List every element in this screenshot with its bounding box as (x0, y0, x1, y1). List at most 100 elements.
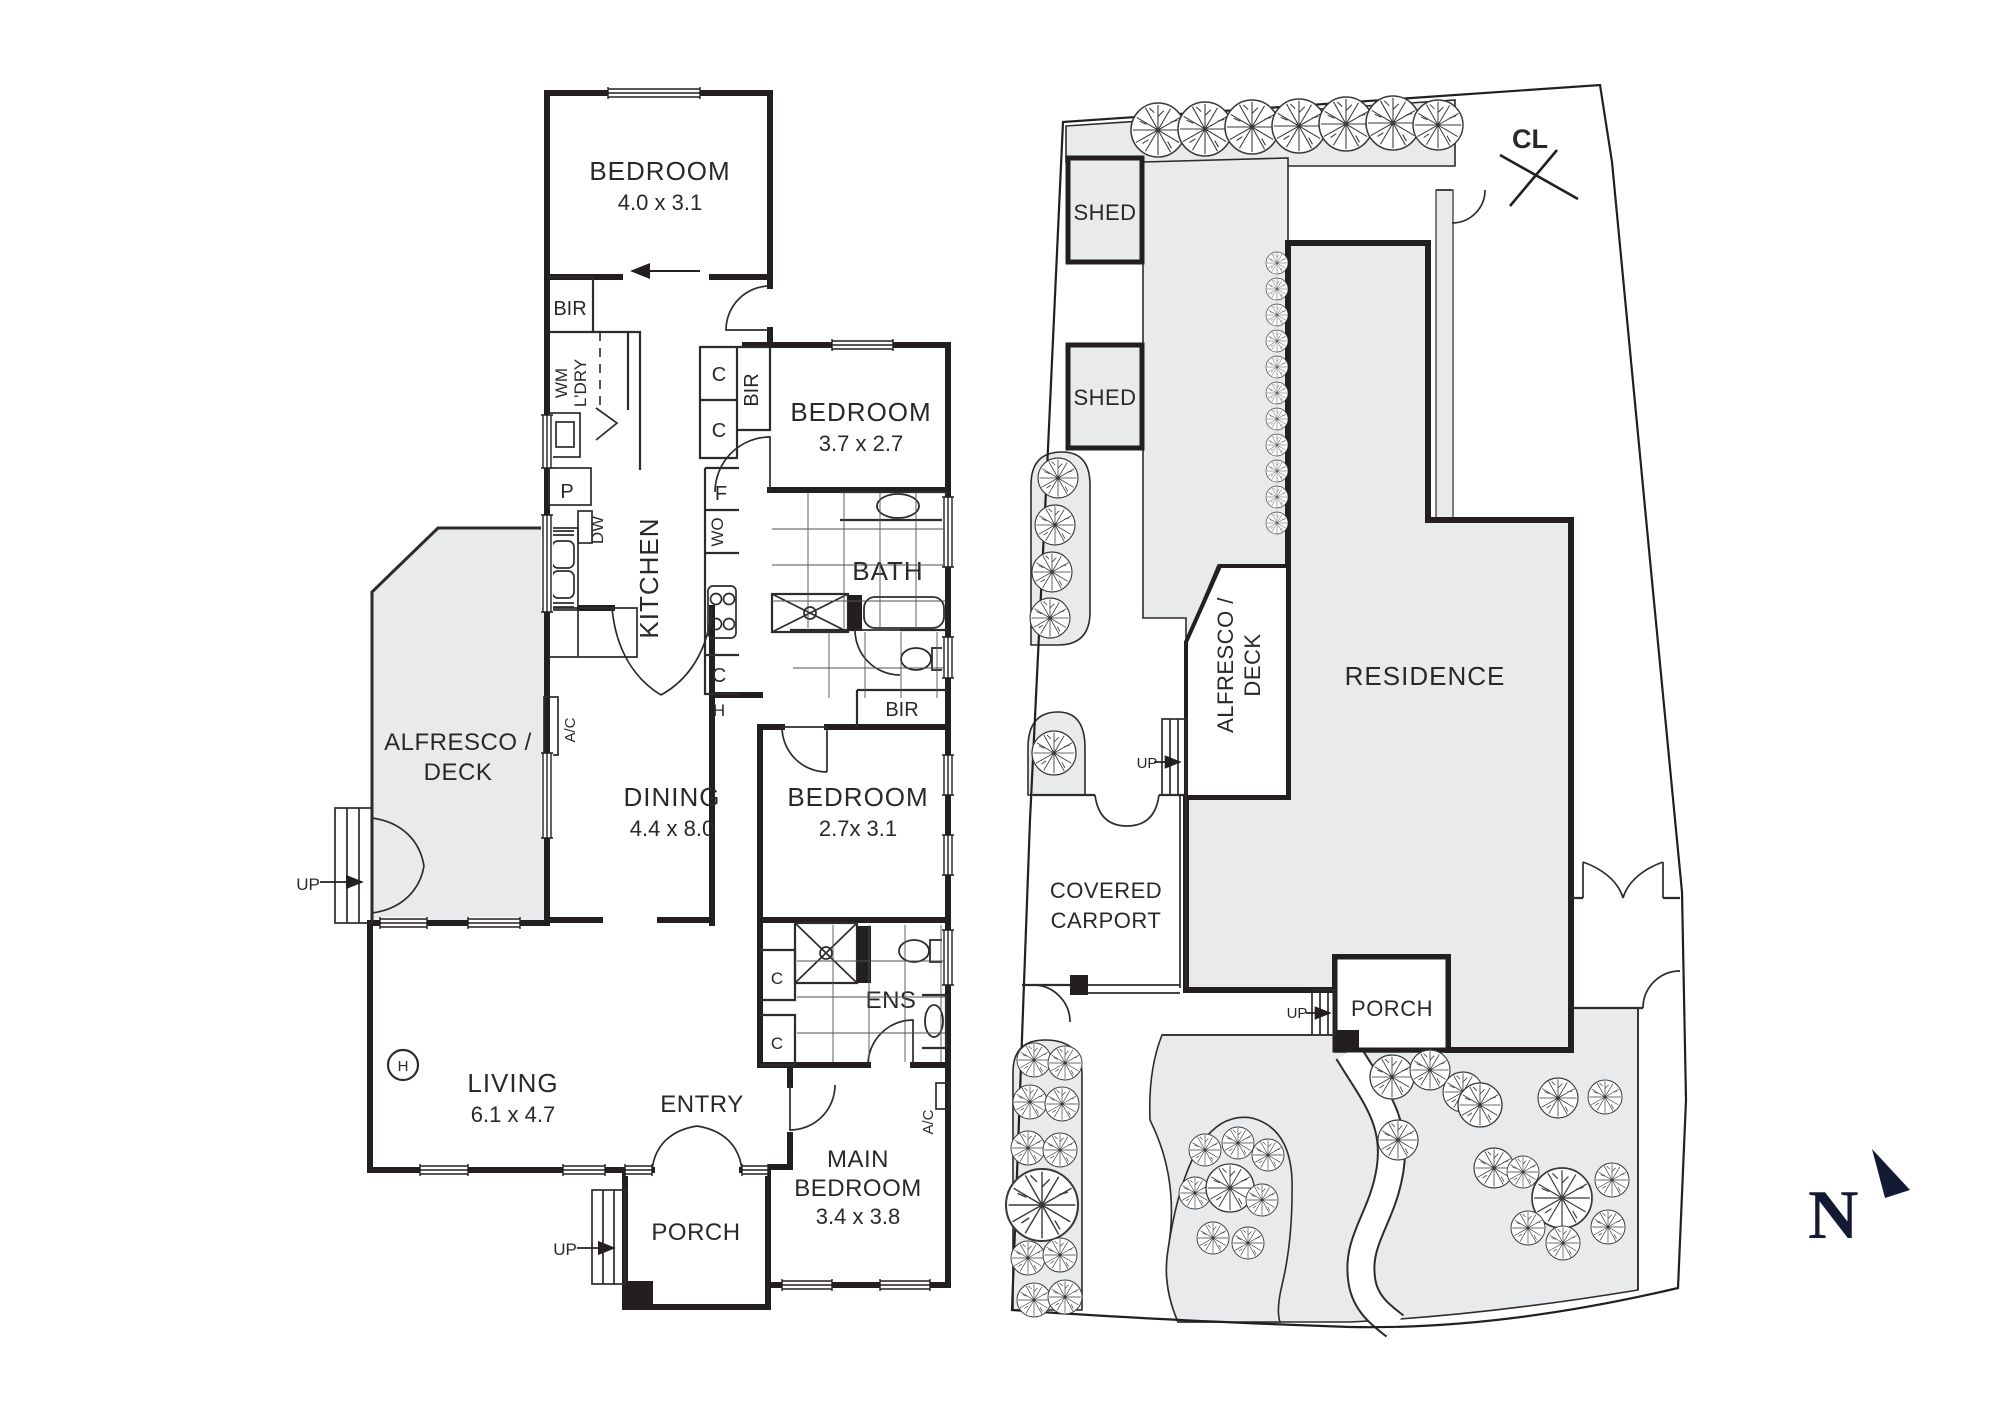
tree-icon (1231, 1226, 1265, 1260)
cupboard-label: C (712, 364, 726, 386)
tree-icon (1265, 303, 1289, 327)
site-porch-label: PORCH (1351, 996, 1433, 1021)
tree-icon (1245, 1183, 1279, 1217)
fridge-label: F (715, 483, 727, 505)
carport-label-2: CARPORT (1051, 908, 1162, 933)
bir-label: BIR (553, 298, 586, 320)
dishwasher-unit (577, 510, 593, 544)
up-label-deck: UP (296, 875, 320, 894)
pantry-cabinet (548, 467, 592, 506)
tree-icon (1047, 1279, 1083, 1315)
tree-icon (1224, 99, 1280, 155)
north-label: N (1808, 1177, 1859, 1254)
tree-icon (1265, 277, 1289, 301)
garden-path (1337, 1045, 1404, 1336)
living-label: LIVING (467, 1068, 558, 1098)
bedroom3-dims: 2.7x 3.1 (819, 816, 897, 841)
tree-icon (1004, 1167, 1080, 1243)
tree-icon (1587, 1079, 1623, 1115)
porch-steps (591, 1189, 626, 1285)
hot-water-circle (386, 1048, 420, 1082)
bedroom3-label: BEDROOM (787, 782, 928, 812)
tree-icon (1047, 1045, 1083, 1081)
tree-icon (1265, 355, 1289, 379)
window-symbol (831, 339, 894, 351)
window-symbol (379, 917, 428, 929)
floor-plan: BEDROOM 4.0 x 3.1 BIR WM L'DRY P DW KITC… (296, 90, 951, 1310)
living-dims: 6.1 x 4.7 (471, 1102, 555, 1127)
tile-grid (797, 925, 945, 1062)
tree-icon (1265, 485, 1289, 509)
tree-icon (1265, 381, 1289, 405)
cupboard-label: C (771, 1034, 783, 1053)
bath-shower (770, 592, 850, 634)
alfresco-label-2: DECK (424, 759, 493, 786)
cl-cross-mark (1499, 149, 1579, 207)
dw-label: DW (588, 516, 607, 544)
kitchen-sink (548, 527, 579, 611)
bedroom2-dims: 3.7 x 2.7 (819, 431, 903, 456)
tree-icon (1265, 407, 1289, 431)
window-symbol (942, 636, 954, 679)
bifold-door (595, 407, 619, 441)
carport-label-1: COVERED (1050, 878, 1162, 903)
window-symbol (541, 414, 553, 469)
wm-label: WM (552, 368, 571, 398)
ens-toilet (898, 939, 944, 963)
bedroom1-label: BEDROOM (589, 156, 730, 186)
bedroom2-label: BEDROOM (790, 397, 931, 427)
tree-icon (1590, 1209, 1626, 1245)
tree-icon (1365, 95, 1421, 151)
tree-icon (1265, 433, 1289, 457)
tree-icon (1044, 1086, 1080, 1122)
cl-label: CL (1512, 124, 1548, 154)
hotwater-label: H (713, 701, 725, 720)
tree-icon (1016, 1042, 1052, 1078)
tree-icon (1251, 1138, 1285, 1172)
tree-icon (1265, 251, 1289, 275)
window-symbol (942, 834, 954, 876)
interior-partitions (547, 275, 948, 1067)
cupboard-label: C (712, 665, 726, 687)
window-symbol (942, 754, 954, 796)
east-fences (1436, 189, 1681, 1290)
shed2-label: SHED (1073, 385, 1136, 410)
tree-icon (1029, 597, 1071, 639)
tree-icon (1034, 504, 1076, 546)
wall-nib (857, 926, 871, 983)
tree-icon (1031, 551, 1073, 593)
tree-icon (1510, 1210, 1546, 1246)
windows-layer (379, 87, 954, 1291)
tree-icon (1037, 457, 1079, 499)
entry-label: ENTRY (660, 1091, 743, 1118)
site-alfresco-label-2: DECK (1240, 633, 1265, 696)
wo-label: WO (708, 517, 727, 546)
side-path (1435, 189, 1454, 521)
window-symbol (562, 1164, 606, 1176)
tree-icon (1537, 1077, 1579, 1119)
tree-icon (1545, 1225, 1581, 1261)
tree-icon (1010, 1130, 1046, 1166)
door-swings (371, 285, 914, 1171)
kitchen-label: KITCHEN (634, 517, 664, 638)
residence-label: RESIDENCE (1345, 661, 1506, 691)
north-arrow-icon (1872, 1149, 1910, 1198)
tile-grids (772, 493, 945, 1062)
window-symbol (541, 514, 553, 613)
tile-grid (793, 632, 945, 698)
site-plan: SHED SHED CL ALFRESCO / DECK RESIDENCE U… (1010, 83, 1688, 1338)
window-symbol (781, 1279, 833, 1291)
window-symbol (419, 1164, 469, 1176)
carport-lines (1022, 793, 1312, 1036)
porch-pier (627, 1281, 653, 1306)
window-symbol (942, 496, 954, 568)
shed1-label: SHED (1073, 200, 1136, 225)
bath-fixtures (770, 493, 946, 671)
main-bedroom-label-1: MAIN (827, 1146, 889, 1173)
site-alfresco-label-1: ALFRESCO / (1213, 597, 1238, 733)
cupboard-label: C (771, 969, 783, 988)
tree-icon (1188, 1133, 1222, 1167)
tree-icon (1196, 1221, 1230, 1255)
